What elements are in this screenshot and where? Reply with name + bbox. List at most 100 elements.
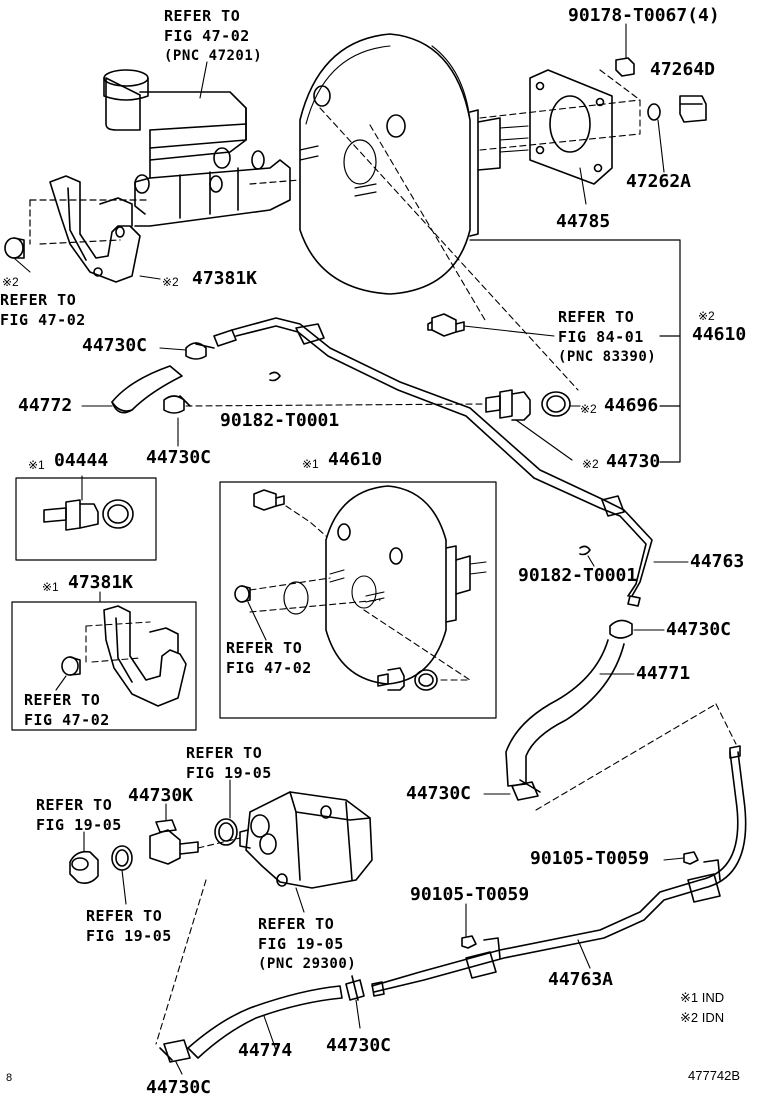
part-44763A[interactable]: 44763A [548, 969, 614, 990]
part-44610[interactable]: 44610 [692, 324, 747, 345]
valve-small [377, 667, 438, 691]
bracket-47381K [49, 175, 141, 283]
part-47264D[interactable]: 47264D [650, 59, 716, 80]
dashed-guides-top-left [29, 179, 301, 245]
part-90105-T0059-b[interactable]: 90105-T0059 [410, 884, 530, 905]
grommet-small [234, 585, 251, 603]
mark-idn-left: ※2 [2, 275, 19, 289]
part-90182-T0001-b[interactable]: 90182-T0001 [518, 565, 638, 586]
box-04444 [15, 477, 157, 561]
master-cylinder [103, 69, 377, 227]
part-44696[interactable]: 44696 [604, 395, 659, 416]
oring-a [214, 818, 238, 846]
figure-id: 477742B [688, 1068, 741, 1083]
part-44774[interactable]: 44774 [238, 1040, 293, 1061]
part-44730C-f[interactable]: 44730C [146, 1077, 212, 1098]
leader [355, 999, 361, 1029]
clip-44730C-low [511, 779, 541, 801]
part-44730C-e[interactable]: 44730C [326, 1035, 392, 1056]
ref-fig-19-05-c: REFER TO FIG 19-05 [86, 907, 172, 945]
hose-44774 [187, 985, 343, 1059]
part-44730C-a[interactable]: 44730C [82, 335, 148, 356]
leader [55, 675, 67, 691]
part-44730C-d[interactable]: 44730C [406, 783, 472, 804]
booster-small [325, 485, 487, 685]
part-44785[interactable]: 44785 [556, 211, 611, 232]
check-valve-44696 [485, 389, 571, 421]
corner-mark: 8 [6, 1072, 13, 1084]
leader [587, 555, 595, 567]
grommet-left [4, 237, 25, 259]
clip-90182-lower [579, 545, 591, 556]
ref-fig-19-05-a: REFER TO FIG 19-05 [186, 744, 272, 782]
ref-fig-47-02-box1: REFER TO FIG 47-02 [226, 639, 312, 677]
box-dashed [85, 621, 151, 663]
part-44771[interactable]: 44771 [636, 663, 691, 684]
ref-fig-47-02-box2: REFER TO FIG 47-02 [24, 691, 110, 729]
part-44730C-c[interactable]: 44730C [666, 619, 732, 640]
ref-fig-47-02-top: REFER TO FIG 47-02 (PNC 47201) [164, 7, 263, 64]
grommet-box [61, 656, 81, 676]
part-47381K-box[interactable]: 47381K [68, 572, 134, 593]
vacuum-pipe-44763A [371, 745, 747, 997]
leaders-mid [81, 347, 581, 461]
part-44730[interactable]: 44730 [606, 451, 661, 472]
ref-fig-47-02-left: REFER TO FIG 47-02 [0, 291, 86, 329]
legend-ind: ※1 IND [680, 990, 725, 1005]
callout-lines-right [469, 239, 681, 463]
part-90105-T0059-a[interactable]: 90105-T0059 [530, 848, 650, 869]
leaders-top [139, 23, 665, 280]
leader [175, 1061, 183, 1075]
legend-idn: ※2 IDN [680, 1010, 725, 1025]
leader [663, 857, 685, 861]
seal-small [283, 581, 309, 615]
leader [577, 939, 591, 969]
leaders-bottom-left [83, 779, 305, 913]
oring-b-inner [115, 849, 129, 867]
hose-44771 [505, 639, 625, 787]
mark-idn-44730: ※2 [582, 457, 599, 471]
part-44730K[interactable]: 44730K [128, 785, 194, 806]
part-44610-box[interactable]: 44610 [328, 449, 383, 470]
part-90182-T0001-a[interactable]: 90182-T0001 [220, 410, 340, 431]
leader [463, 325, 555, 337]
box-44610-dashed [249, 505, 471, 681]
cap-19-05 [69, 850, 99, 884]
ref-fig-19-05-b: REFER TO FIG 19-05 [36, 796, 122, 834]
part-04444[interactable]: 04444 [54, 450, 109, 471]
mark-idn-47381K: ※2 [162, 275, 179, 289]
leader [13, 257, 31, 273]
part-44763[interactable]: 44763 [690, 551, 745, 572]
box-47381K [11, 601, 197, 731]
fitting-44730K [149, 819, 199, 865]
clip-90182-upper [269, 371, 281, 382]
clip-44730C-bottom [159, 1039, 191, 1063]
booster-dashed-guides [319, 69, 641, 391]
clip-44730C-upper [185, 342, 215, 360]
hose-44772 [111, 365, 183, 414]
mark-ind-47381K: ※1 [42, 580, 59, 594]
part-44772[interactable]: 44772 [18, 395, 73, 416]
vacuum-pump [239, 791, 373, 889]
ref-fig-19-05-d: REFER TO FIG 19-05 (PNC 29300) [258, 915, 357, 972]
bolt-90105-a [683, 851, 699, 865]
part-47381K[interactable]: 47381K [192, 268, 258, 289]
clip-44730C-right [609, 619, 665, 639]
part-90178-T0067[interactable]: 90178-T0067(4) [568, 5, 720, 26]
hose-dashed [535, 703, 737, 811]
sensor-small [253, 489, 285, 511]
dashed-mid [185, 403, 485, 407]
brake-booster [299, 33, 529, 295]
mark-ind-44610: ※1 [302, 457, 319, 471]
box-44610 [219, 481, 497, 719]
mark-ind-04444: ※1 [28, 458, 45, 472]
clip-44730C-mid-bottom [345, 975, 365, 1001]
part-47262A[interactable]: 47262A [626, 171, 692, 192]
clevis-47264D [679, 95, 707, 123]
part-44730C-b[interactable]: 44730C [146, 447, 212, 468]
nut-90178 [615, 57, 635, 77]
vacuum-sensor [427, 313, 465, 337]
bolt-90105-b [461, 935, 477, 949]
